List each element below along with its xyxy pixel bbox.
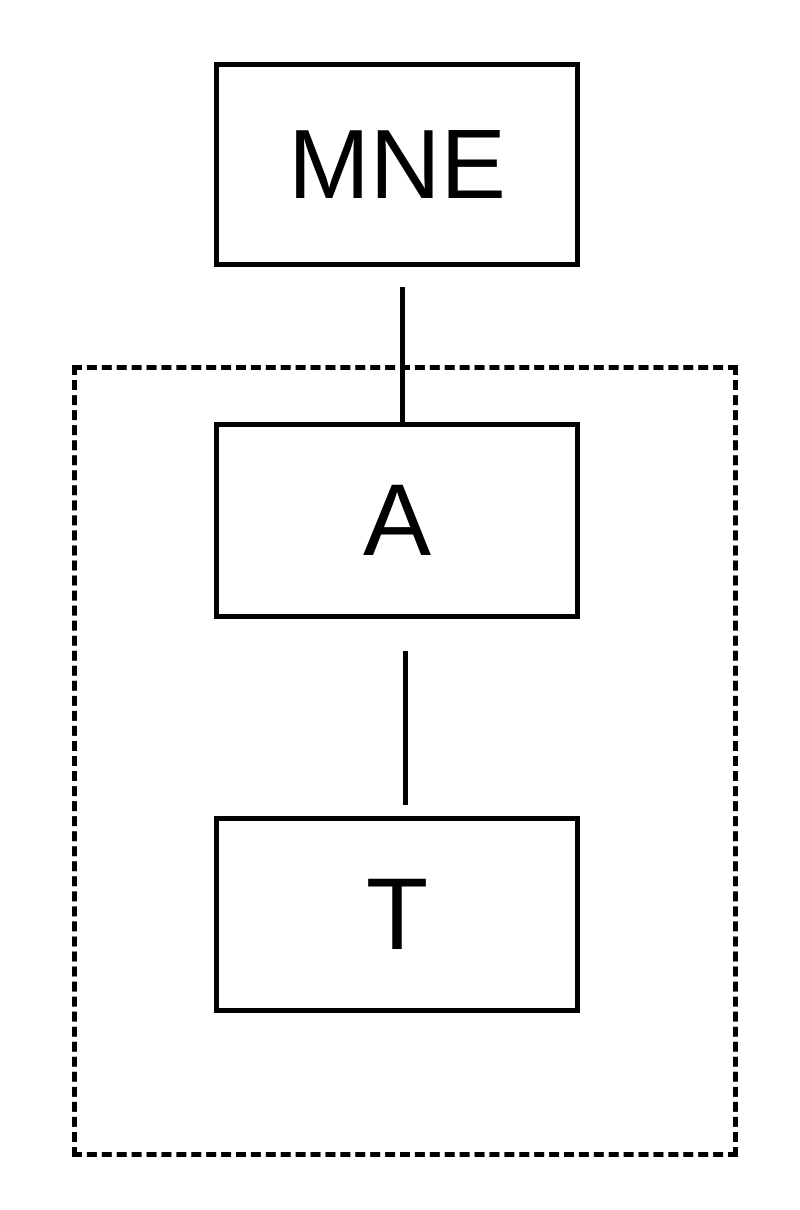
edge-a-to-t [403, 651, 408, 805]
edge-mne-to-a [400, 287, 405, 440]
node-t: T [214, 816, 580, 1013]
node-a-label: A [362, 463, 432, 577]
node-t-label: T [365, 857, 429, 971]
node-mne-label: MNE [288, 109, 506, 219]
dashed-group-boundary [72, 365, 738, 1157]
node-a: A [214, 422, 580, 619]
node-mne: MNE [214, 62, 580, 267]
